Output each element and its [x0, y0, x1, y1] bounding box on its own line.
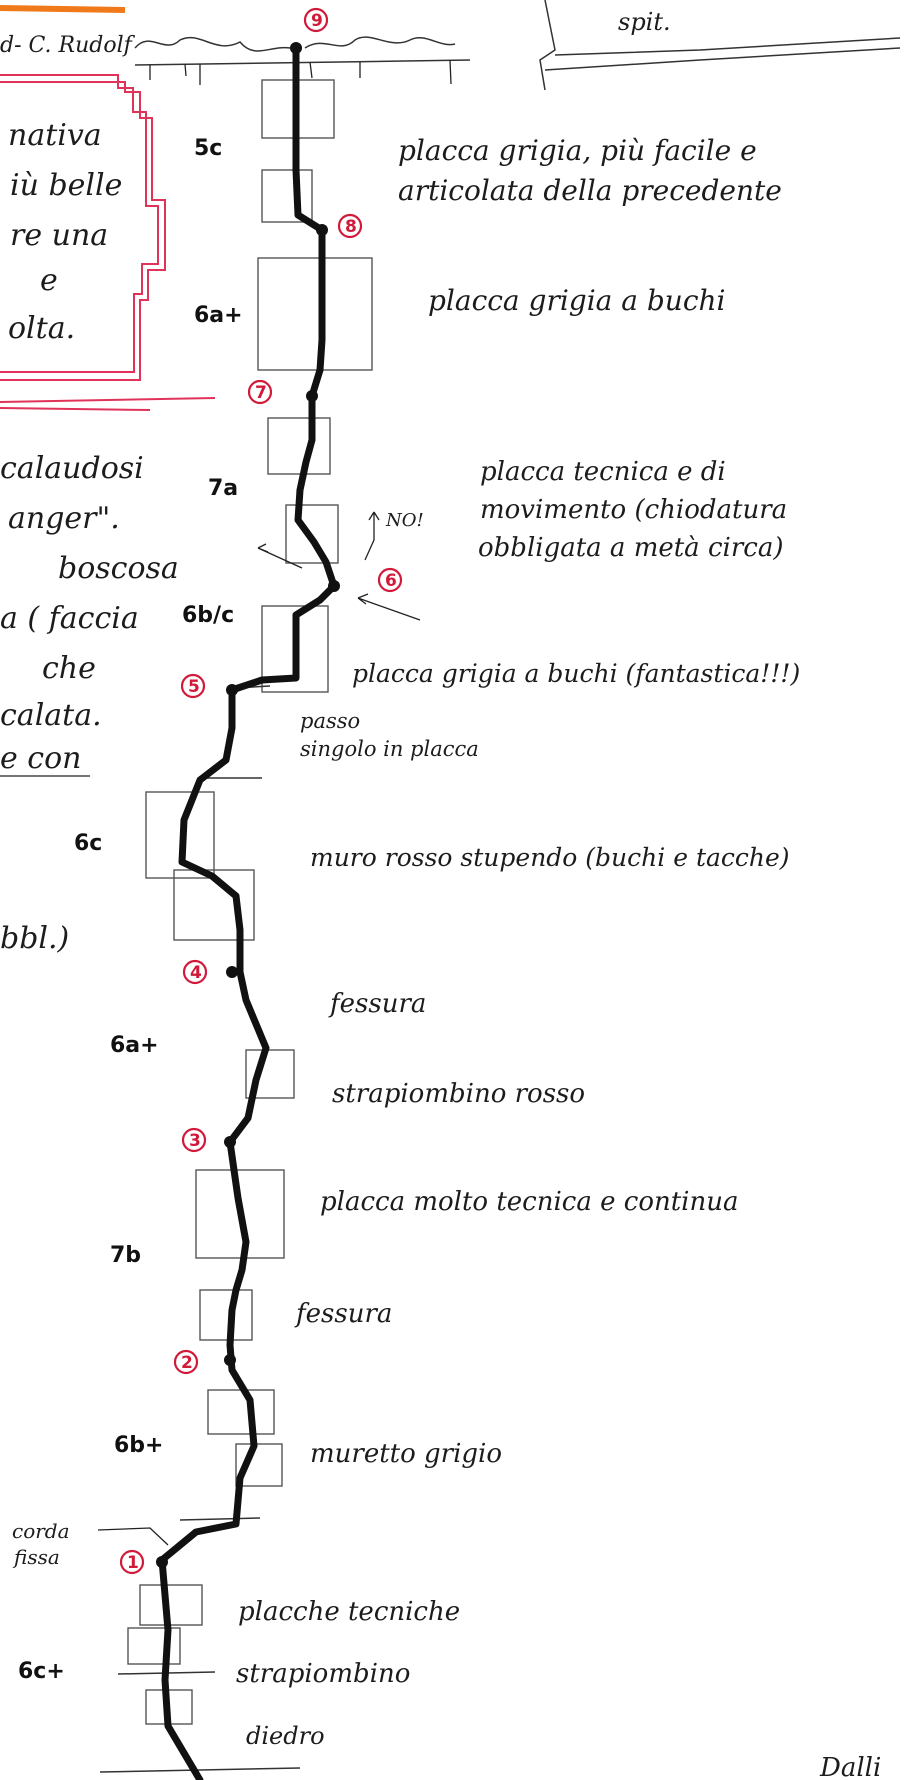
grade-pitch-2: 6b+ — [114, 1433, 164, 1458]
grade-pitch-6: 6b/c — [182, 603, 234, 628]
note-line-8: bbl.) — [0, 921, 69, 956]
desc-9a: placca grigia, più facile e — [398, 134, 757, 167]
fixed-rope-line-1: corda — [12, 1519, 70, 1543]
desc-1c: diedro — [246, 1722, 325, 1750]
note-line-6: calata. — [0, 698, 102, 733]
grade-pitch-3: 7b — [110, 1243, 141, 1268]
note-line-3: boscosa — [58, 551, 179, 586]
fixed-rope-line-2: fissa — [12, 1545, 60, 1569]
desc-4a: fessura — [328, 989, 426, 1019]
station-8: 8 — [345, 217, 357, 237]
route-arrows: NO! — [257, 510, 424, 621]
desc-3a: placca molto tecnica e continua — [320, 1187, 739, 1217]
station-dots — [156, 42, 340, 1568]
desc-2a: muretto grigio — [310, 1439, 502, 1469]
grade-pitch-8: 6a+ — [194, 303, 243, 328]
fixed-rope: corda fissa — [12, 1519, 169, 1569]
note-line-1: calaudosi — [0, 451, 144, 486]
station-4: 4 — [190, 963, 202, 983]
station-7: 7 — [255, 383, 267, 403]
note-line-5: che — [42, 651, 96, 686]
desc-5a: passo — [300, 709, 360, 733]
desc-6a: placca grigia a buchi (fantastica!!!) — [352, 659, 800, 688]
desc-8a: placca grigia a buchi — [428, 284, 726, 317]
desc-1a: placche tecniche — [238, 1597, 460, 1627]
rock-sections — [127, 79, 373, 1725]
note-line-7: e con — [0, 741, 81, 776]
station-6: 6 — [385, 571, 397, 591]
desc-7c: obbligata a metà circa) — [478, 533, 783, 563]
summit-ridge — [134, 0, 901, 91]
station-markers: 1 2 3 4 5 6 7 8 9 — [119, 7, 403, 1575]
note-line-4: a ( faccia — [0, 601, 139, 636]
left-info-box: nativa iù belle re una e olta. — [0, 74, 216, 411]
desc-3b: fessura — [294, 1299, 392, 1329]
station-3: 3 — [189, 1131, 201, 1151]
station-2: 2 — [181, 1353, 193, 1373]
desc-4b: strapiombino rosso — [332, 1079, 585, 1109]
grade-pitch-9: 5c — [194, 136, 222, 161]
desc-9b: articolata della precedente — [398, 174, 782, 207]
grade-pitch-4: 6a+ — [110, 1033, 159, 1058]
box-line-2: iù belle — [10, 168, 122, 203]
route-line — [158, 44, 338, 1780]
orange-underline — [0, 5, 126, 13]
grades: 5c 6a+ 7a 6b/c 6c 6a+ 7b 6b+ 6c+ — [18, 136, 243, 1684]
box-line-3: re una — [10, 218, 108, 253]
box-line-1: nativa — [8, 118, 102, 153]
station-5: 5 — [188, 677, 200, 697]
station-1: 1 — [127, 1553, 139, 1573]
authors-fragment: d- C. Rudolf — [0, 33, 136, 58]
desc-7a: placca tecnica e di — [480, 457, 726, 487]
box-line-4: e — [40, 263, 58, 298]
grade-pitch-1: 6c+ — [18, 1659, 65, 1684]
station-9: 9 — [311, 11, 323, 31]
grade-pitch-5: 6c — [74, 831, 102, 856]
desc-7b: movimento (chiodatura — [480, 495, 787, 525]
signature: Dalli — [819, 1753, 881, 1780]
spit-label: spit. — [618, 8, 671, 36]
no-label: NO! — [385, 510, 424, 531]
pitch-descriptions: placca grigia, più facile e articolata d… — [236, 134, 800, 1750]
desc-1b: strapiombino — [236, 1659, 410, 1689]
left-notes: calaudosi anger". boscosa a ( faccia che… — [0, 451, 179, 956]
box-line-5: olta. — [8, 311, 75, 346]
grade-pitch-7: 7a — [208, 476, 238, 501]
desc-5c: muro rosso stupendo (buchi e tacche) — [310, 843, 790, 872]
note-line-2: anger". — [8, 501, 120, 536]
desc-5b: singolo in placca — [300, 737, 479, 761]
